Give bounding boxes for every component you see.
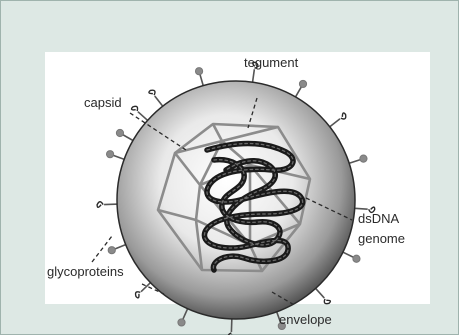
- glycoprotein-loop: [324, 299, 330, 304]
- glycoprotein-knob: [108, 247, 115, 254]
- label-genome: genome: [358, 231, 405, 246]
- glycoprotein-knob: [299, 80, 306, 87]
- label-envelope: envelope: [279, 312, 332, 327]
- label-tegument: tegument: [244, 55, 299, 70]
- glycoprotein-knob: [353, 255, 360, 262]
- glycoprotein-knob: [360, 155, 367, 162]
- glycoprotein-knob: [116, 129, 123, 136]
- glycoprotein-loop: [132, 106, 138, 111]
- label-dsdna: dsDNA: [358, 211, 400, 226]
- label-capsid: capsid: [84, 95, 122, 110]
- glycoprotein-knob: [106, 151, 113, 158]
- glycoprotein-loop: [97, 202, 103, 208]
- label-glycoproteins: glycoproteins: [47, 264, 124, 279]
- glycoprotein-loop: [136, 292, 141, 298]
- glycoprotein-loop: [341, 113, 346, 119]
- glycoprotein-knob: [178, 319, 185, 326]
- glycoprotein-loop: [149, 90, 155, 95]
- glycoprotein-knob: [195, 68, 202, 75]
